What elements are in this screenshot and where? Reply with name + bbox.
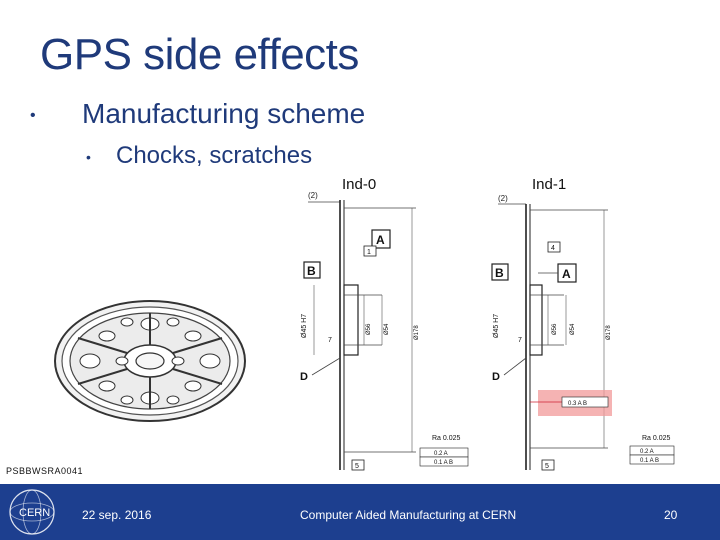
ind1-datum-d: D [492, 371, 500, 383]
footer-date: 22 sep. 2016 [82, 508, 152, 522]
ind1-datum-a: A [562, 267, 571, 281]
ind1-top-note: (2) [498, 194, 508, 203]
ind0-datum-a: A [376, 233, 385, 247]
footer-title: Computer Aided Manufacturing at CERN [300, 508, 517, 522]
ind0-ref-1: 1 [367, 249, 371, 256]
ind1-ref-4: 4 [551, 245, 555, 252]
ind1-tol-1: 0.2 A [640, 449, 654, 455]
ind1-label: Ind-1 [532, 176, 567, 193]
ind0-datum-d: D [300, 371, 308, 383]
ind0-dim-56: Ø56 [366, 323, 372, 335]
cern-logo: CERN [9, 489, 55, 535]
ind0-top-note: (2) [308, 191, 318, 200]
footer-bar: CERN 22 sep. 2016 Computer Aided Manufac… [0, 484, 720, 540]
ind1-drawing: (2) 4 B A D 7 Ø45 H7 Ø56 Ø54 Ø178 0.3 A … [491, 194, 675, 471]
bullet-2-text: Chocks, scratches [116, 142, 313, 169]
ind1-roughness: Ra 0.025 [642, 435, 671, 442]
ind0-tol-2: 0.1 A B [434, 460, 453, 466]
page-number: 20 [664, 508, 678, 522]
ind1-ref-5: 5 [545, 463, 549, 470]
ind0-drawing: (2) A B 1 D 7 Ø45 H7 Ø56 Ø54 Ø178 Ra 0.0… [300, 191, 469, 471]
ind0-label: Ind-0 [342, 176, 377, 193]
ind1-datum-b: B [495, 266, 504, 280]
bullet-1-text: Manufacturing scheme [82, 98, 366, 129]
ind0-dim-178: Ø178 [414, 325, 420, 340]
ind1-dim-main: Ø45 H7 [493, 314, 500, 338]
ind0-ref-7: 7 [328, 337, 332, 344]
ind0-roughness: Ra 0.025 [432, 435, 461, 442]
cern-logo-text: CERN [19, 507, 50, 519]
slide-title: GPS side effects [40, 30, 359, 79]
bullet-dot: • [86, 148, 91, 165]
reference-code: PSBBWSRA0041 [6, 466, 84, 476]
ind0-ref-5: 5 [355, 463, 359, 470]
ind0-tol-1: 0.2 A [434, 451, 448, 457]
bullet-level-1: • Manufacturing scheme [30, 98, 365, 130]
ind1-tol-2: 0.1 A B [640, 458, 659, 464]
ind1-highlight-tol: 0.3 A B [568, 401, 587, 407]
ind1-dim-56: Ø56 [552, 323, 558, 335]
bullet-level-2: • Chocks, scratches [86, 142, 312, 170]
ind0-dim-main: Ø45 H7 [301, 314, 308, 338]
ind1-dim-178: Ø178 [606, 325, 612, 340]
wheel-illustration [54, 300, 246, 422]
bullet-dot: • [30, 106, 36, 124]
ind0-dim-54: Ø54 [384, 323, 390, 335]
ind0-datum-b: B [307, 264, 316, 278]
ind1-dim-54: Ø54 [570, 323, 576, 335]
ind1-ref-7: 7 [518, 337, 522, 344]
